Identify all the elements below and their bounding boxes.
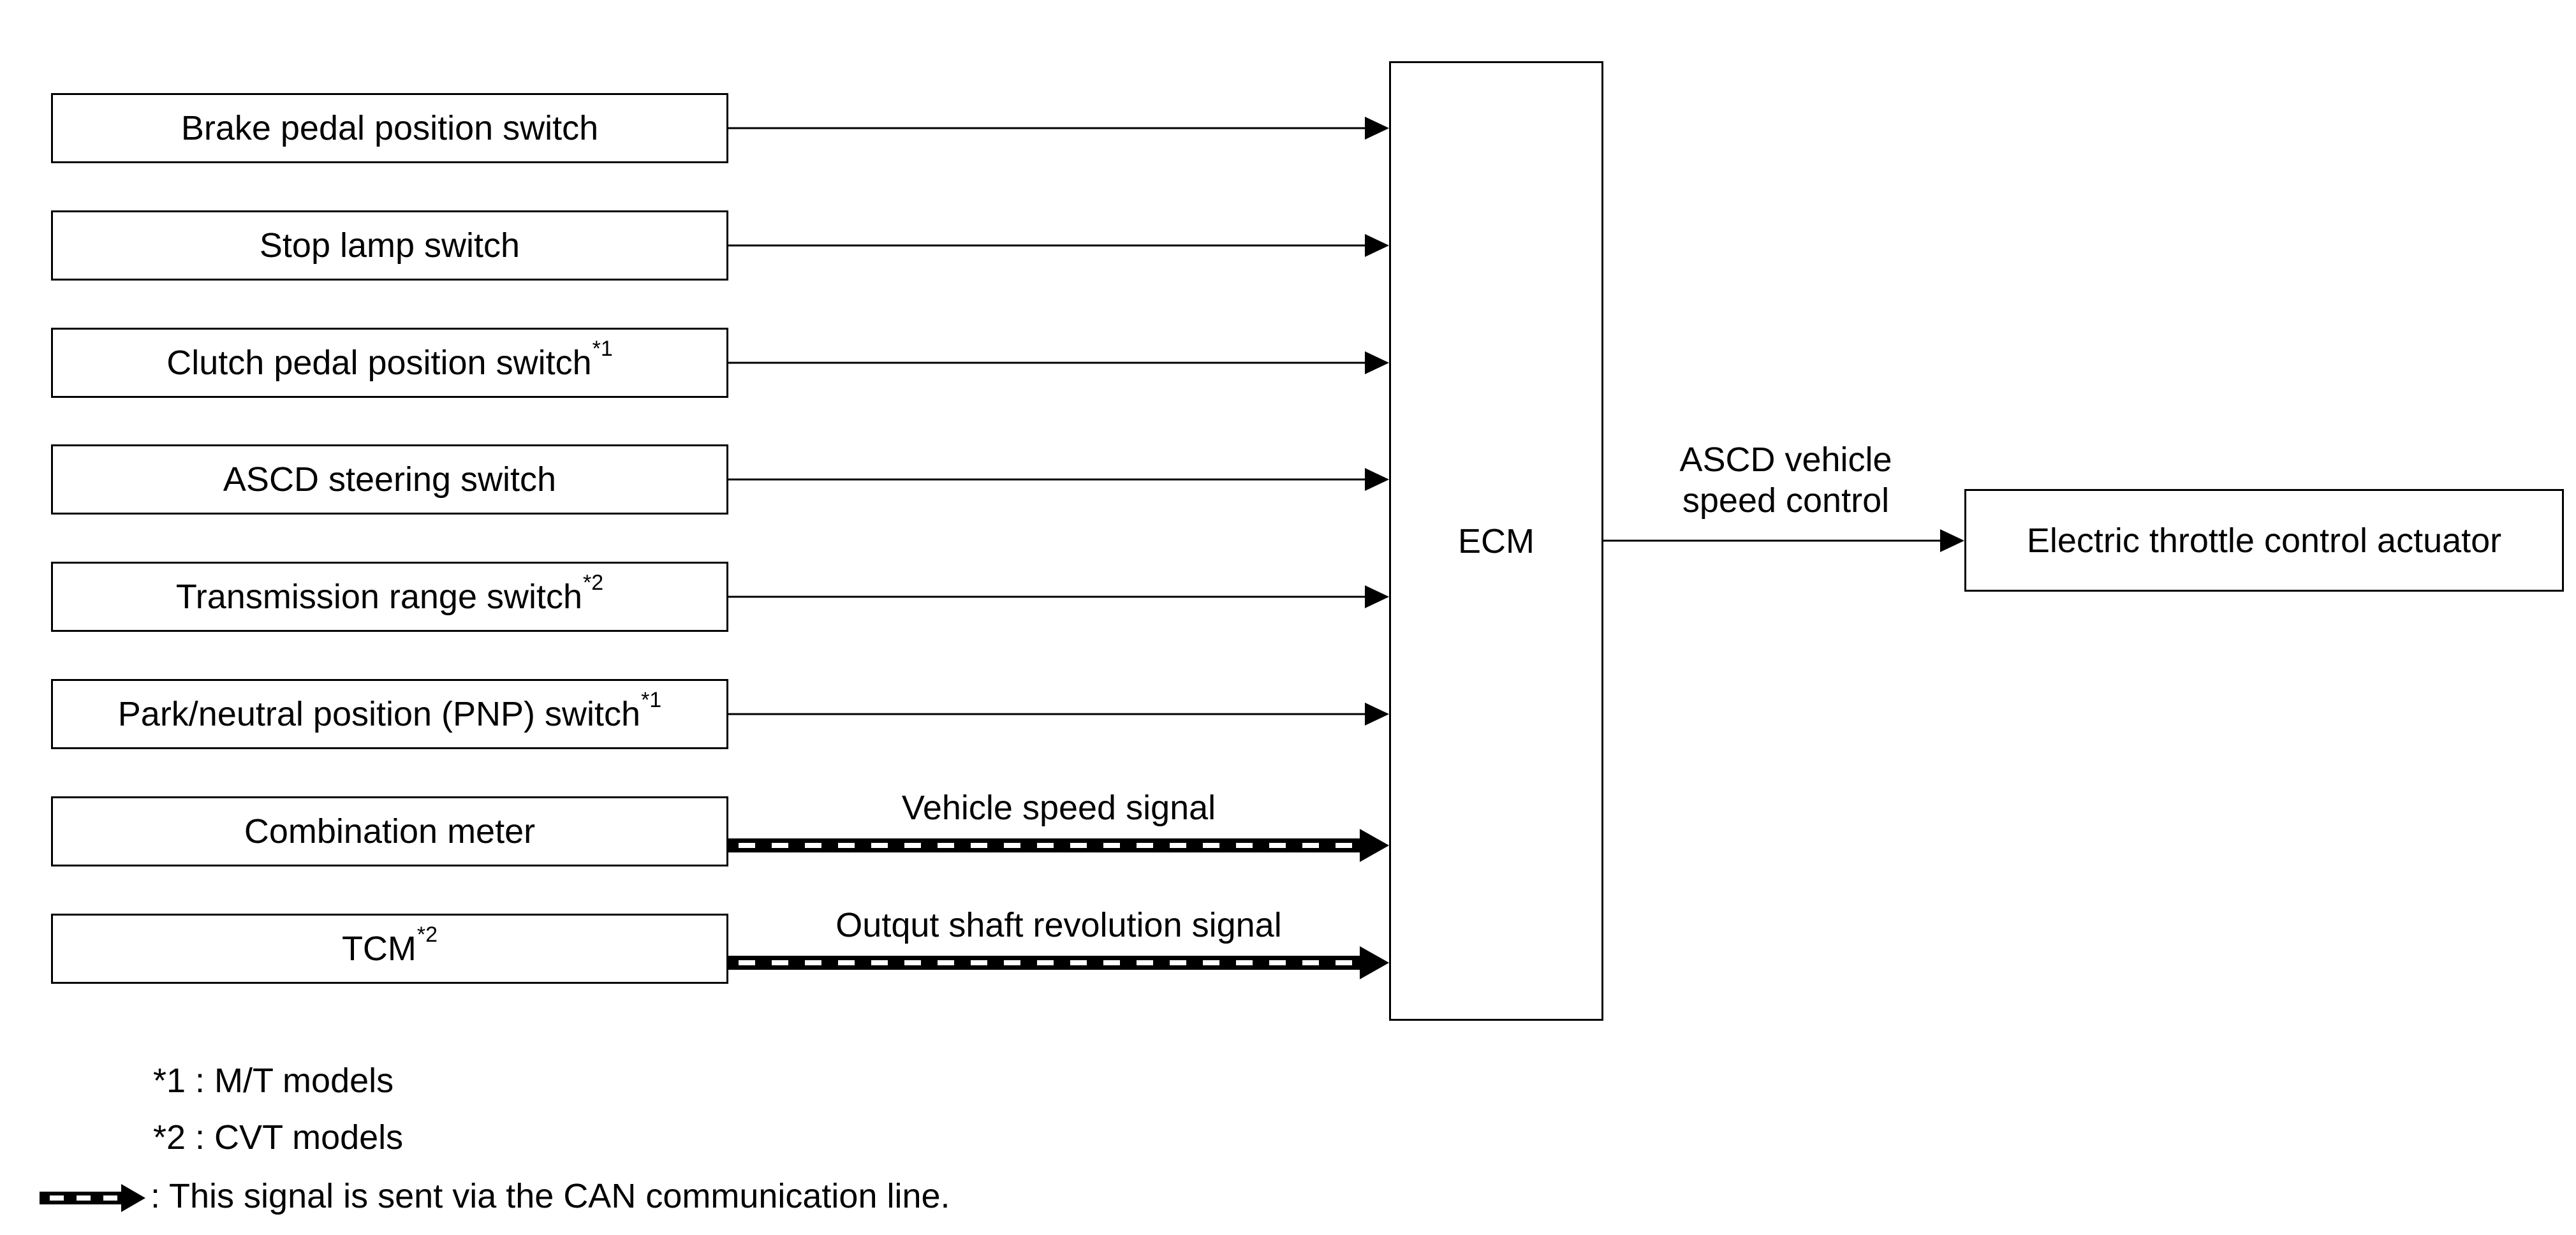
can-line-dash bbox=[1004, 843, 1020, 848]
can-arrowhead-7 bbox=[1360, 829, 1389, 862]
can-line-dash bbox=[1170, 843, 1186, 848]
legend-note-1: *1 : M/T models bbox=[153, 1062, 394, 1100]
legend-can: : This signal is sent via the CAN commun… bbox=[38, 1175, 1441, 1220]
can-line-dash bbox=[1302, 843, 1319, 848]
input-label-7: Combination meter bbox=[244, 812, 536, 851]
arrowhead-1 bbox=[1365, 117, 1389, 140]
output-signal-label: ASCD vehicle speed control bbox=[1645, 442, 1926, 518]
can-line-dash bbox=[1137, 960, 1153, 965]
can-line-dash bbox=[971, 843, 987, 848]
ecm-label: ECM bbox=[1458, 522, 1535, 560]
input-box-5: Transmission range switch*2 bbox=[51, 562, 728, 632]
arrowhead-4 bbox=[1365, 468, 1389, 491]
can-line-dash bbox=[938, 960, 954, 965]
can-line-dash bbox=[971, 960, 987, 965]
can-line-dash bbox=[1236, 960, 1253, 965]
input-box-1: Brake pedal position switch bbox=[51, 93, 728, 163]
can-line-dash bbox=[1137, 843, 1153, 848]
can-line-dash bbox=[1070, 960, 1087, 965]
can-line-dash bbox=[739, 960, 755, 965]
can-line-dash bbox=[1203, 843, 1219, 848]
can-line-dash bbox=[1004, 960, 1020, 965]
can-line-dash bbox=[1269, 843, 1286, 848]
input-label-5: Transmission range switch bbox=[175, 578, 583, 616]
arrowhead-5 bbox=[1365, 585, 1389, 608]
can-line-dash bbox=[772, 843, 788, 848]
can-line-dash bbox=[871, 843, 888, 848]
can-line-dash bbox=[772, 960, 788, 965]
ecm-box: ECM bbox=[1389, 61, 1603, 1021]
input-box-4: ASCD steering switch bbox=[51, 444, 728, 515]
can-line-dash bbox=[1070, 843, 1087, 848]
can-line-dash bbox=[1103, 960, 1120, 965]
can-line-dash bbox=[739, 843, 755, 848]
input-note-5: *2 bbox=[583, 571, 604, 595]
input-box-3: Clutch pedal position switch*1 bbox=[51, 328, 728, 398]
input-note-8: *2 bbox=[416, 923, 438, 947]
electric-throttle-actuator-label: Electric throttle control actuator bbox=[2026, 521, 2502, 560]
can-line-dash bbox=[1203, 960, 1219, 965]
can-line-dash bbox=[838, 960, 855, 965]
can-line-dash bbox=[1269, 960, 1286, 965]
input-label-6: Park/neutral position (PNP) switch bbox=[117, 695, 641, 733]
can-line-dash bbox=[1103, 843, 1120, 848]
signal-label-7: Vehicle speed signal bbox=[901, 789, 1216, 827]
input-label-2: Stop lamp switch bbox=[259, 226, 520, 265]
can-line-dash bbox=[1170, 960, 1186, 965]
can-line-key-icon bbox=[40, 1184, 145, 1212]
can-line-dash bbox=[1037, 960, 1054, 965]
input-note-6: *1 bbox=[641, 688, 662, 712]
input-label-4: ASCD steering switch bbox=[223, 460, 557, 499]
can-line-dash bbox=[871, 960, 888, 965]
input-box-7: Combination meter bbox=[51, 796, 728, 866]
arrowhead-2 bbox=[1365, 234, 1389, 257]
arrowhead-6 bbox=[1365, 703, 1389, 726]
can-line-dash bbox=[938, 843, 954, 848]
can-line-dash bbox=[1336, 843, 1352, 848]
can-line-dash bbox=[805, 843, 821, 848]
can-line-dash bbox=[904, 843, 921, 848]
signal-label-8: Outqut shaft revolution signal bbox=[835, 906, 1282, 944]
can-line-dash bbox=[838, 843, 855, 848]
can-line-dash bbox=[1302, 960, 1319, 965]
input-box-2: Stop lamp switch bbox=[51, 210, 728, 281]
can-line-dash bbox=[1336, 960, 1352, 965]
output-arrowhead bbox=[1940, 529, 1964, 552]
legend-can-text: : This signal is sent via the CAN commun… bbox=[151, 1177, 950, 1215]
input-label-8: TCM bbox=[341, 930, 416, 968]
can-line-dash bbox=[805, 960, 821, 965]
input-box-6: Park/neutral position (PNP) switch*1 bbox=[51, 679, 728, 749]
can-arrowhead-8 bbox=[1360, 946, 1389, 979]
can-line-dash bbox=[1236, 843, 1253, 848]
input-note-3: *1 bbox=[592, 337, 613, 361]
legend-note-2: *2 : CVT models bbox=[153, 1118, 404, 1157]
input-box-8: TCM*2 bbox=[51, 914, 728, 984]
input-label-3: Clutch pedal position switch bbox=[166, 344, 592, 382]
can-line-dash bbox=[1037, 843, 1054, 848]
output-signal-line1: ASCD vehicle bbox=[1679, 441, 1892, 479]
input-label-1: Brake pedal position switch bbox=[180, 109, 599, 147]
output-signal-line2: speed control bbox=[1682, 481, 1890, 520]
can-line-dash bbox=[904, 960, 921, 965]
electric-throttle-actuator-box: Electric throttle control actuator bbox=[1964, 489, 2564, 592]
arrowhead-3 bbox=[1365, 351, 1389, 374]
